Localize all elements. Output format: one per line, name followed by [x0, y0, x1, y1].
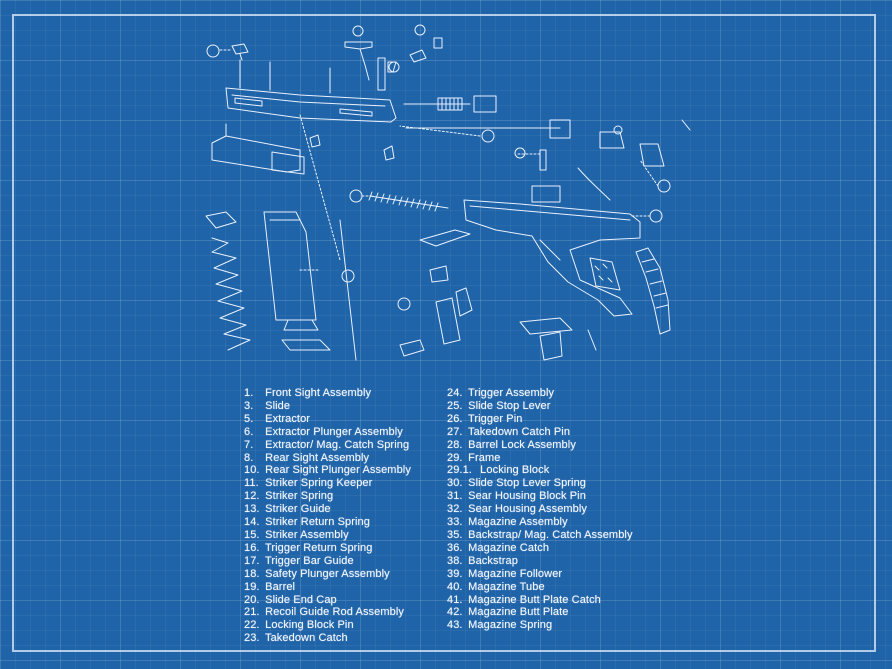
legend-item: 6. Extractor Plunger Assembly	[244, 425, 403, 438]
legend-item: 25. Slide Stop Lever	[447, 399, 551, 412]
magazine-follower-part	[206, 212, 236, 228]
recoil-spring-part	[369, 192, 448, 211]
legend-item: 8. Rear Sight Assembly	[244, 451, 370, 464]
legend-item: 20. Slide End Cap	[244, 593, 337, 606]
legend-item: 10. Rear Sight Plunger Assembly	[244, 464, 411, 477]
legend-item: 12. Striker Spring	[244, 490, 334, 503]
legend-item: 13. Striker Guide	[244, 503, 331, 516]
legend-item: 30. Slide Stop Lever Spring	[447, 477, 587, 490]
legend-item: 40. Magazine Tube	[447, 580, 545, 593]
legend-item: 32. Sear Housing Assembly	[447, 503, 588, 516]
legend-item: 42. Magazine Butt Plate	[447, 606, 569, 619]
parts-legend-left: 1. Front Sight Assembly 3. Slide 5. Extr…	[244, 387, 411, 645]
frame-part	[464, 120, 690, 316]
legend-item: 7. Extractor/ Mag. Catch Spring	[244, 438, 410, 451]
parts-legend-right: 24. Trigger Assembly 25. Slide Stop Leve…	[447, 387, 633, 632]
legend-item: 38. Backstrap	[447, 554, 518, 567]
rear-sight-part	[410, 38, 442, 62]
legend-item: 21. Recoil Guide Rod Assembly	[244, 606, 404, 619]
legend-item: 18. Safety Plunger Assembly	[244, 567, 390, 580]
legend-item: 35. Backstrap/ Mag. Catch Assembly	[447, 528, 633, 541]
legend-item: 19. Barrel	[244, 580, 296, 593]
part-callouts	[207, 25, 670, 310]
magazine-tube-part	[264, 212, 356, 360]
legend-item: 22. Locking Block Pin	[244, 619, 354, 632]
legend-item: 17. Trigger Bar Guide	[244, 554, 354, 567]
legend-item: 29. Frame	[447, 451, 501, 464]
magazine-spring-part	[212, 238, 250, 350]
legend-item: 15. Striker Assembly	[244, 528, 349, 541]
backstrap-part	[636, 248, 670, 334]
legend-item: 1. Front Sight Assembly	[244, 387, 372, 399]
legend-item: 14. Striker Return Spring	[244, 516, 370, 529]
slide-part	[226, 60, 396, 122]
extractor-part	[345, 42, 396, 90]
legend-item: 23. Takedown Catch	[244, 632, 348, 645]
legend-item: 28. Barrel Lock Assembly	[447, 438, 576, 451]
legend-item: 3. Slide	[244, 399, 291, 412]
legend-item: 41. Magazine Butt Plate Catch	[447, 593, 601, 606]
legend-item: 29.1. Locking Block	[447, 464, 550, 477]
legend-item: 31. Sear Housing Block Pin	[447, 490, 586, 503]
legend-item: 39. Magazine Follower	[447, 567, 563, 580]
legend-item: 24. Trigger Assembly	[447, 387, 555, 399]
legend-item: 36. Magazine Catch	[447, 541, 550, 554]
legend-item: 43. Magazine Spring	[447, 619, 553, 632]
legend-item: 5. Extractor	[244, 412, 311, 425]
leader-lines	[220, 50, 658, 270]
blueprint-border	[12, 14, 876, 652]
legend-item: 26. Trigger Pin	[447, 412, 523, 425]
striker-parts	[310, 96, 570, 160]
legend-item: 11. Striker Spring Keeper	[244, 477, 373, 490]
trigger-parts	[400, 230, 596, 360]
legend-item: 33. Magazine Assembly	[447, 516, 568, 529]
legend-item: 27. Takedown Catch Pin	[447, 425, 571, 438]
front-sight-part	[232, 44, 248, 60]
barrel-part	[212, 124, 304, 174]
legend-item: 16. Trigger Return Spring	[244, 541, 373, 554]
